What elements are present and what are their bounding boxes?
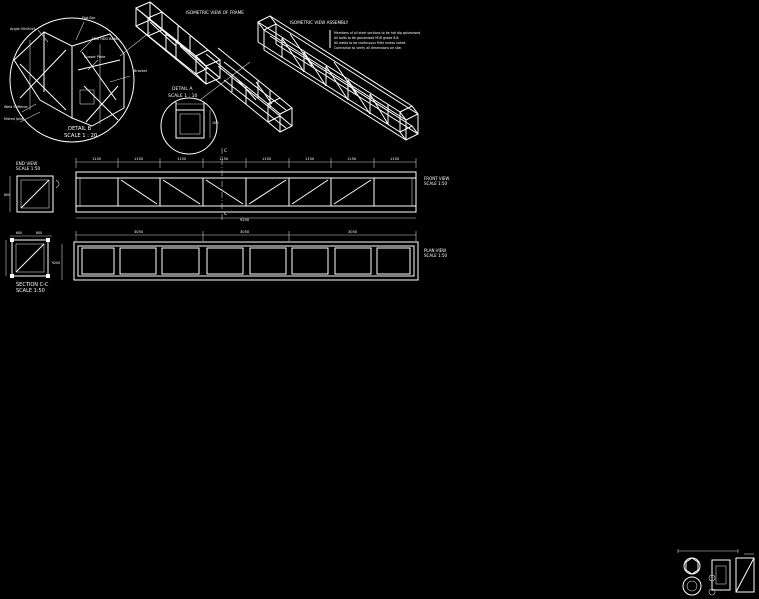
front-overall-dim: 9200	[240, 218, 250, 222]
detail-b-pointer-line	[119, 31, 151, 57]
end-view-frame	[16, 175, 54, 213]
front-dim-7: 1150	[347, 157, 357, 161]
section-cc-frame	[11, 239, 49, 277]
detail-b-callout-4: Gusset Plate	[84, 55, 105, 59]
end-view-title: END VIEW	[16, 161, 37, 166]
section-cc-dim-2: 600	[36, 231, 42, 235]
detail-b-callout-5: Bracket	[134, 69, 148, 73]
detail-b-title: DETAIL B	[68, 126, 92, 132]
iso-notes: Members of all steel sections to be hot …	[329, 30, 421, 50]
section-cc-dim-1: 600	[16, 231, 22, 235]
plan-view-label-scale: SCALE 1:50	[424, 253, 448, 258]
iso-note-3: All welds to be continuous fillet unless…	[334, 41, 406, 45]
bottom-right-detail-cluster	[677, 549, 755, 596]
detail-b-callout-1: Angle 50x50x5	[10, 27, 36, 31]
plan-dim-2: 3050	[240, 230, 250, 234]
detail-a-title: DETAIL A	[172, 86, 193, 92]
front-dim-2: 1150	[134, 157, 144, 161]
iso-frame-right: ISOMETRIC VIEW ASSEMBLY Members of all s…	[257, 15, 421, 141]
front-dim-4: 1150	[219, 157, 229, 161]
front-view-label-scale: SCALE 1:50	[424, 181, 448, 186]
plan-dim-1: 3050	[134, 230, 144, 234]
front-dim-6: 1150	[305, 157, 315, 161]
section-cc-title: SECTION C-C	[16, 282, 49, 288]
detail-b-callout-7: Mitred Joint	[4, 117, 24, 121]
end-view: END VIEW SCALE 1:50 600	[4, 161, 60, 213]
detail-b-callout-3: M16 HDG Bolts	[92, 37, 118, 41]
plan-view-label: PLAN VIEW	[424, 248, 446, 253]
front-view-dim-chain: 1150 1150 1150 1150 1150 1150 1150 1150	[75, 157, 417, 168]
iso-frame-left: ISOMETRIC VIEW OF FRAME	[135, 1, 293, 133]
plan-overall-dim: 9200	[52, 261, 60, 265]
iso-title-left: ISOMETRIC VIEW OF FRAME	[186, 10, 244, 15]
detail-b: Angle 50x50x5 Flat Bar M16 HDG Bolts Gus…	[4, 16, 151, 143]
end-view-scale: SCALE 1:50	[16, 166, 40, 171]
detail-b-callout-6: Weld Stiffener	[4, 105, 28, 109]
front-view-label: FRONT VIEW	[424, 176, 449, 181]
detail-a-scale: SCALE 1 : 10	[168, 93, 198, 99]
plan-view: 3050 3050 3050 9200 PLAN VIEW SCALE 1:50	[52, 230, 448, 281]
iso-note-4: Contractor to verify all dimensions on s…	[334, 46, 402, 50]
front-dim-3: 1150	[177, 157, 187, 161]
front-dim-8: 1150	[390, 157, 400, 161]
end-view-dim: 600	[4, 193, 10, 197]
front-section-cut: C C	[221, 148, 227, 220]
detail-b-scale: SCALE 1 : 20	[64, 133, 97, 139]
detail-a-dim: 100	[212, 121, 218, 125]
front-dim-5: 1150	[262, 157, 272, 161]
detail-b-leaders	[19, 21, 131, 123]
plan-view-frame	[73, 241, 419, 281]
iso-title-right: ISOMETRIC VIEW ASSEMBLY	[290, 20, 349, 25]
front-section-mark-bottom: C	[224, 211, 227, 217]
section-cc-scale: SCALE 1:50	[16, 288, 45, 294]
plan-dim-3: 3050	[348, 230, 358, 234]
front-dim-1: 1150	[92, 157, 102, 161]
iso-frame-left-lower	[205, 47, 293, 133]
section-cc: 600 600 SECTION C-C SCALE 1:50	[5, 231, 52, 294]
iso-frame-left-bays	[135, 1, 221, 85]
detail-b-geometry	[13, 31, 125, 127]
detail-b-circle	[9, 17, 135, 143]
front-section-mark-top: C	[224, 148, 227, 154]
iso-note-1: Members of all steel sections to be hot …	[334, 31, 421, 35]
front-view-truss	[75, 171, 417, 213]
iso-note-2: All bolts to be galvanised M16 grade 8.8…	[334, 36, 399, 40]
detail-a-circle	[160, 97, 218, 155]
detail-a-section	[175, 109, 205, 139]
detail-b-callout-2: Flat Bar	[82, 16, 96, 20]
front-view: 1150 1150 1150 1150 1150 1150 1150 1150	[75, 148, 449, 222]
